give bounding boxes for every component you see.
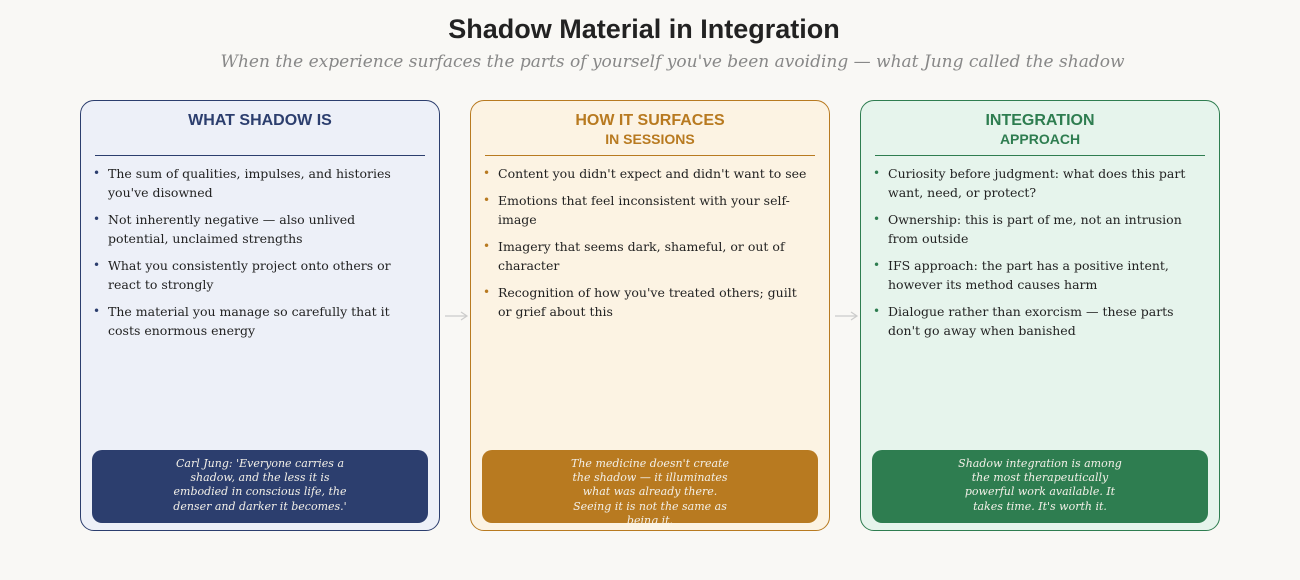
arrow-right-icon	[835, 311, 859, 321]
bullet-icon: •	[873, 258, 881, 272]
bullet-icon: •	[483, 239, 491, 253]
bullet-icon: •	[93, 258, 101, 272]
list-item: • Emotions that feel inconsistent with yo…	[483, 191, 809, 229]
card-title: INTEGRATION	[985, 112, 1095, 129]
page-subtitle: When the experience surfaces the parts o…	[220, 52, 1125, 72]
divider	[95, 155, 425, 156]
arrow-right-icon	[445, 311, 469, 321]
bullet-icon: •	[93, 212, 101, 226]
bullet-icon: •	[873, 166, 881, 180]
list-item-text: Content you didn't expect and didn't wan…	[498, 166, 807, 181]
card-how-it-surfaces: HOW IT SURFACES IN SESSIONS • Content you…	[470, 100, 830, 531]
list-item-text: Not inherently negative — also unlived p…	[108, 212, 356, 246]
bullet-icon: •	[93, 166, 101, 180]
list-item: • Imagery that seems dark, shameful, or o…	[483, 237, 809, 275]
card-list: • Content you didn't expect and didn't wa…	[483, 164, 809, 329]
card-subtitle: APPROACH	[999, 131, 1081, 147]
list-item-text: Emotions that feel inconsistent with you…	[498, 193, 790, 227]
list-item: • Dialogue rather than exorcism — these p…	[873, 302, 1199, 340]
list-item-text: Ownership: this is part of me, not an in…	[888, 212, 1182, 246]
card-subtitle: IN SESSIONS	[605, 131, 695, 147]
page-title: Shadow Material in Integration	[448, 14, 840, 44]
list-item-text: Imagery that seems dark, shameful, or ou…	[498, 239, 785, 273]
list-item: • IFS approach: the part has a positive i…	[873, 256, 1199, 294]
list-item: • Curiosity before judgment: what does th…	[873, 164, 1199, 202]
card-list: • Curiosity before judgment: what does th…	[873, 164, 1199, 348]
list-item: • Recognition of how you've treated other…	[483, 283, 809, 321]
bullet-icon: •	[873, 212, 881, 226]
bullet-icon: •	[483, 285, 491, 299]
list-item-text: The sum of qualities, impulses, and hist…	[108, 166, 391, 200]
divider	[485, 155, 815, 156]
list-item-text: Dialogue rather than exorcism — these pa…	[888, 304, 1174, 338]
list-item-text: IFS approach: the part has a positive in…	[888, 258, 1169, 292]
list-item-text: Recognition of how you've treated others…	[498, 285, 797, 319]
list-item-text: Curiosity before judgment: what does thi…	[888, 166, 1186, 200]
list-item: • Not inherently negative — also unlived …	[93, 210, 419, 248]
card-title: HOW IT SURFACES	[575, 112, 725, 129]
quote-box: Carl Jung: 'Everyone carries a shadow, a…	[92, 450, 428, 523]
card-title: WHAT SHADOW IS	[188, 112, 332, 129]
list-item: • What you consistently project onto othe…	[93, 256, 419, 294]
quote-box: The medicine doesn't create the shadow —…	[482, 450, 818, 523]
bullet-icon: •	[873, 304, 881, 318]
card-integration-approach: INTEGRATION APPROACH • Curiosity before j…	[860, 100, 1220, 531]
list-item: • The material you manage so carefully th…	[93, 302, 419, 340]
bullet-icon: •	[93, 304, 101, 318]
list-item: • The sum of qualities, impulses, and his…	[93, 164, 419, 202]
bullet-icon: •	[483, 193, 491, 207]
bullet-icon: •	[483, 166, 491, 180]
list-item: • Ownership: this is part of me, not an i…	[873, 210, 1199, 248]
quote-box: Shadow integration is among the most the…	[872, 450, 1208, 523]
card-list: • The sum of qualities, impulses, and his…	[93, 164, 419, 348]
list-item: • Content you didn't expect and didn't wa…	[483, 164, 809, 183]
card-what-shadow-is: WHAT SHADOW IS • The sum of qualities, im…	[80, 100, 440, 531]
list-item-text: What you consistently project onto other…	[108, 258, 391, 292]
divider	[875, 155, 1205, 156]
list-item-text: The material you manage so carefully tha…	[108, 304, 390, 338]
